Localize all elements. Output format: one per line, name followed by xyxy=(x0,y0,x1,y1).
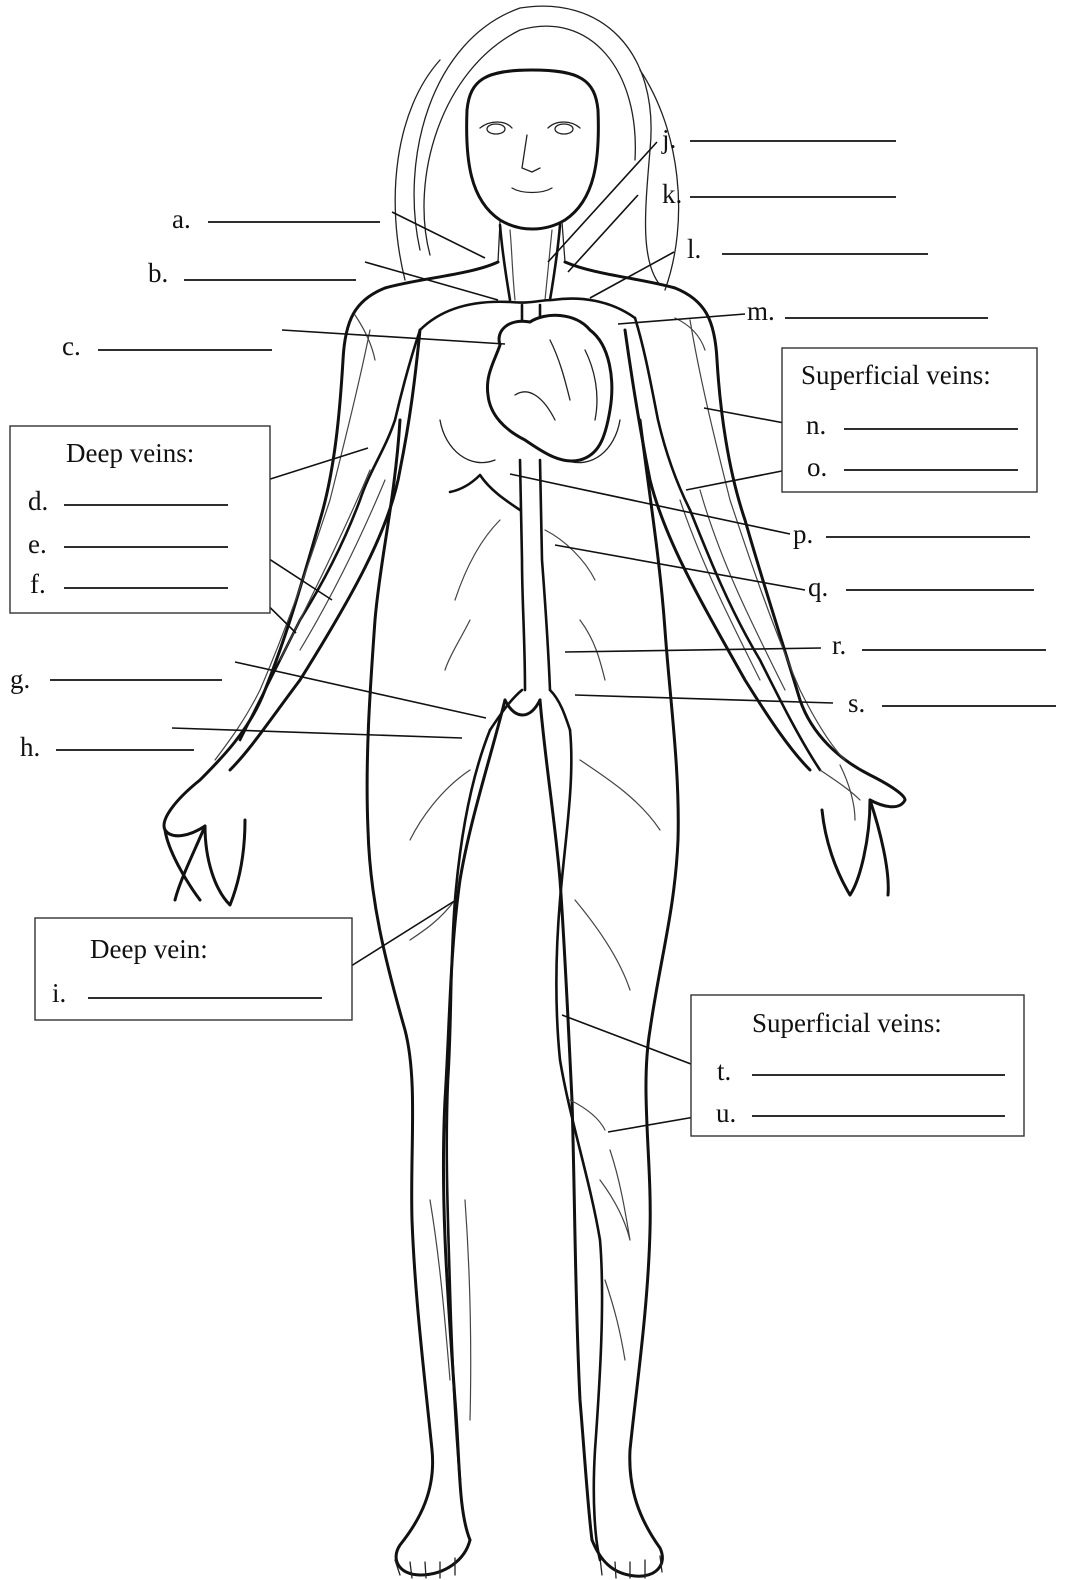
heart xyxy=(487,315,611,461)
label-g: g. xyxy=(10,664,30,694)
label-f: f. xyxy=(30,569,46,599)
label-c: c. xyxy=(62,331,81,361)
label-u: u. xyxy=(716,1098,736,1128)
superficial-veins-leg-box: Superficial veins: xyxy=(691,995,1024,1136)
label-a: a. xyxy=(172,204,191,234)
label-i: i. xyxy=(52,978,66,1008)
label-k: k. xyxy=(662,179,682,209)
deep-veins-arm-box: Deep veins: xyxy=(10,426,270,613)
label-m: m. xyxy=(747,296,775,326)
box-title-deep-vein-leg: Deep vein: xyxy=(90,934,208,964)
label-r: r. xyxy=(832,630,846,660)
vein-network xyxy=(215,225,860,1560)
label-s: s. xyxy=(848,688,865,718)
label-h: h. xyxy=(20,732,40,762)
body-figure xyxy=(164,6,905,1578)
label-p: p. xyxy=(793,519,813,549)
label-q: q. xyxy=(808,572,828,602)
label-n: n. xyxy=(806,410,826,440)
label-b: b. xyxy=(148,258,168,288)
label-o: o. xyxy=(807,452,827,482)
label-l: l. xyxy=(687,234,701,264)
box-title-deep-veins: Deep veins: xyxy=(66,438,194,468)
box-title-superficial-veins-arm: Superficial veins: xyxy=(801,360,991,390)
label-e: e. xyxy=(28,529,47,559)
label-j: j. xyxy=(661,124,676,154)
label-t: t. xyxy=(717,1056,731,1086)
deep-vein-leg-box: Deep vein: xyxy=(35,918,352,1020)
label-d: d. xyxy=(28,486,48,516)
box-title-superficial-veins-leg: Superficial veins: xyxy=(752,1008,942,1038)
